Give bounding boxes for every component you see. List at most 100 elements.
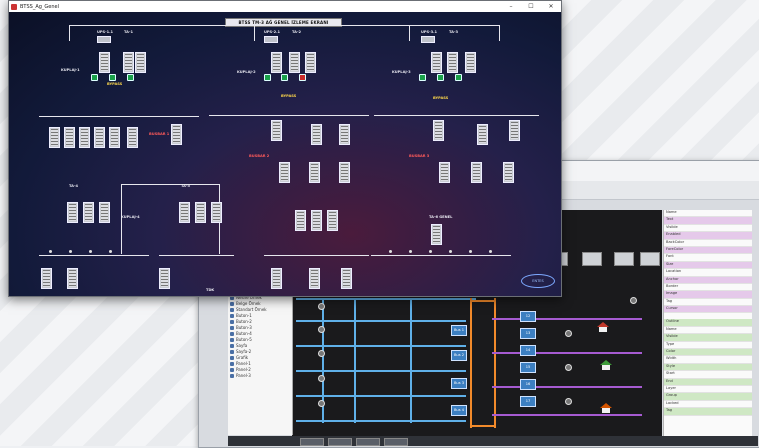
switch-icon[interactable]	[469, 250, 472, 253]
device-icon[interactable]	[318, 350, 325, 357]
device-icon[interactable]	[565, 398, 572, 405]
switch-icon[interactable]	[429, 250, 432, 253]
tree-item[interactable]: Buton-1	[228, 313, 292, 319]
scada-window[interactable]: BTSS_Ag_Genel – ☐ ✕ BTSS TM-3 AĞ GENEL İ…	[8, 0, 562, 297]
meter-panel[interactable]	[439, 162, 450, 183]
tree-item[interactable]: Sayfa	[228, 343, 292, 349]
tree-item[interactable]: Panel-3	[228, 373, 292, 379]
meter-panel[interactable]	[339, 162, 350, 183]
close-button[interactable]: ✕	[548, 3, 554, 10]
prop-row[interactable]: End	[664, 378, 752, 386]
prop-row[interactable]: Start	[664, 371, 752, 379]
meter-panel[interactable]	[211, 202, 222, 223]
meter-panel[interactable]	[447, 52, 458, 73]
meter-panel[interactable]	[271, 268, 282, 289]
breaker-icon[interactable]	[281, 74, 288, 81]
meter-panel[interactable]	[433, 120, 444, 141]
prop-row[interactable]: Visible	[664, 334, 752, 342]
meter-panel[interactable]	[49, 127, 60, 148]
device-icon[interactable]	[318, 375, 325, 382]
prop-row[interactable]: Color	[664, 349, 752, 357]
meter-panel[interactable]	[509, 120, 520, 141]
properties-panel[interactable]: Name Text Visible Enabled BackColor Fore…	[663, 210, 752, 438]
tree-item[interactable]: Buton-4	[228, 331, 292, 337]
bus-box[interactable]: Bus 4	[451, 405, 467, 416]
feeder-box[interactable]: 12	[520, 311, 536, 322]
page-tab[interactable]	[328, 438, 352, 446]
meter-panel[interactable]	[64, 127, 75, 148]
meter-panel[interactable]	[94, 127, 105, 148]
switch-icon[interactable]	[489, 250, 492, 253]
switch-icon[interactable]	[69, 250, 72, 253]
meter-panel[interactable]	[311, 210, 322, 231]
breaker-icon[interactable]	[127, 74, 134, 81]
feeder-box[interactable]: 13	[520, 328, 536, 339]
prop-row[interactable]: Name	[664, 210, 752, 218]
meter-panel[interactable]	[179, 202, 190, 223]
bus-box[interactable]: Bus 3	[451, 378, 467, 389]
switch-icon[interactable]	[389, 250, 392, 253]
feeder-box[interactable]: 15	[520, 362, 536, 373]
switch-icon[interactable]	[449, 250, 452, 253]
prop-row[interactable]: Cursor	[664, 306, 752, 314]
tree-item[interactable]: Panel-1	[228, 361, 292, 367]
maximize-button[interactable]: ☐	[528, 3, 534, 10]
breaker-icon[interactable]	[91, 74, 98, 81]
device-icon[interactable]	[318, 303, 325, 310]
prop-row[interactable]: BackColor	[664, 240, 752, 247]
meter-panel[interactable]	[109, 127, 120, 148]
tree-item[interactable]: Standart Örnek	[228, 307, 292, 313]
breaker-icon[interactable]	[299, 74, 306, 81]
device-icon[interactable]	[318, 326, 325, 333]
bus-box[interactable]: Bus 1	[451, 325, 467, 336]
prop-row[interactable]: Width	[664, 356, 752, 364]
meter-panel[interactable]	[477, 124, 488, 145]
meter-panel[interactable]	[195, 202, 206, 223]
prop-row[interactable]: Type	[664, 342, 752, 350]
prop-row[interactable]: Group	[664, 393, 752, 401]
breaker-icon[interactable]	[419, 74, 426, 81]
breaker-icon[interactable]	[455, 74, 462, 81]
tree-item[interactable]: Nesne Örnek	[228, 295, 292, 301]
breaker-icon[interactable]	[109, 74, 116, 81]
tree-item[interactable]: Panel-2	[228, 367, 292, 373]
switch-icon[interactable]	[49, 250, 52, 253]
tree-item[interactable]: Sayfa-2	[228, 349, 292, 355]
meter-panel[interactable]	[305, 52, 316, 73]
prop-row[interactable]: Enabled	[664, 232, 752, 240]
tree-item[interactable]: Grafik	[228, 355, 292, 361]
tree-item[interactable]: Buton-3	[228, 325, 292, 331]
project-tree[interactable]: Nesne Örnek Belge Örnek Standart Örnek B…	[228, 295, 293, 435]
tree-item[interactable]: Belge Örnek	[228, 301, 292, 307]
prop-row[interactable]: Anchor	[664, 276, 752, 284]
prop-row[interactable]: Font	[664, 254, 752, 262]
prop-row[interactable]: Style	[664, 363, 752, 372]
minimize-button[interactable]: –	[509, 3, 513, 10]
prop-row[interactable]: Tag	[664, 299, 752, 307]
meter-panel[interactable]	[159, 268, 170, 289]
prop-row[interactable]: Image	[664, 291, 752, 299]
switch-icon[interactable]	[89, 250, 92, 253]
meter-panel[interactable]	[311, 124, 322, 145]
prop-row[interactable]: Location	[664, 269, 752, 277]
meter-panel[interactable]	[471, 162, 482, 183]
meter-panel[interactable]	[309, 162, 320, 183]
switch-icon[interactable]	[109, 250, 112, 253]
meter-panel[interactable]	[279, 162, 290, 183]
prop-row[interactable]: Text	[664, 217, 752, 225]
bus-box[interactable]: Bus 2	[451, 350, 467, 361]
meter-panel[interactable]	[67, 202, 78, 223]
device-icon[interactable]	[565, 364, 572, 371]
device-icon[interactable]	[318, 400, 325, 407]
prop-row[interactable]: ForeColor	[664, 246, 752, 255]
prop-row[interactable]: Size	[664, 261, 752, 270]
meter-panel[interactable]	[127, 127, 138, 148]
meter-panel[interactable]	[327, 210, 338, 231]
meter-panel[interactable]	[41, 268, 52, 289]
device-icon[interactable]	[630, 297, 637, 304]
meter-panel[interactable]	[339, 124, 350, 145]
meter-panel[interactable]	[79, 127, 90, 148]
prop-row[interactable]: Border	[664, 284, 752, 292]
meter-panel[interactable]	[67, 268, 78, 289]
meter-panel[interactable]	[465, 52, 476, 73]
